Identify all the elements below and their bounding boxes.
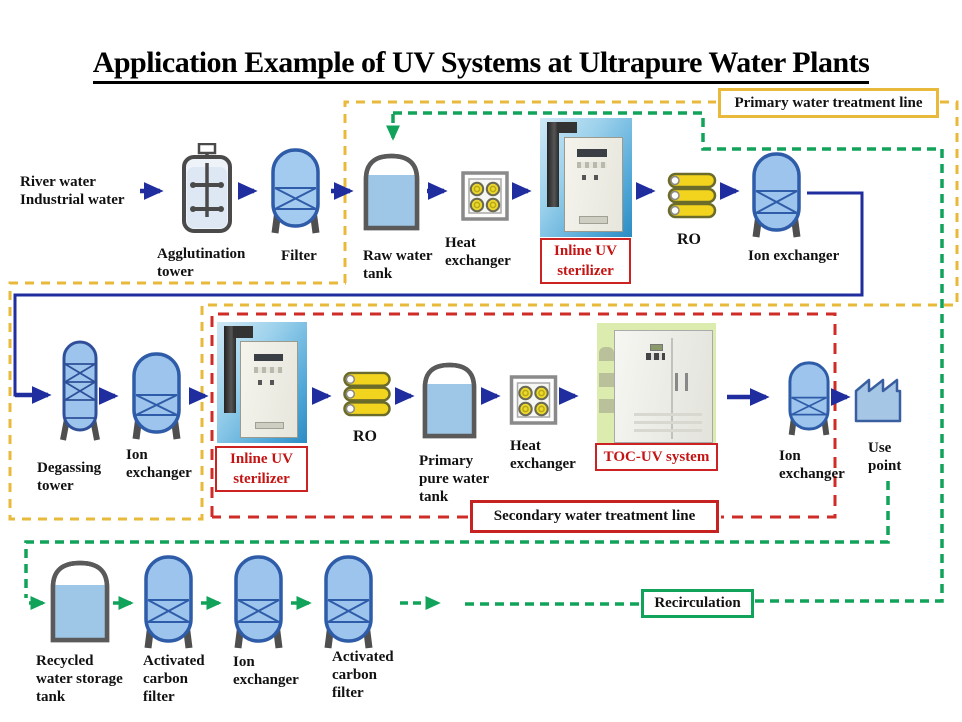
primary-line-path [8,100,959,521]
label-ro-2: RO [353,428,377,445]
label-recycled-water-storage-tank: Recycled water storage tank [36,653,123,705]
raw-water-tank-icon [362,152,421,236]
label-primary-pure-water-tank: Primary pure water tank [419,453,490,505]
ro-membrane-icon [666,172,718,226]
recirculation-path [393,111,944,603]
ion-exchanger-icon-4 [229,554,288,656]
heat-exchanger-icon [461,171,509,226]
label-ro-1: RO [677,231,701,248]
ion-exchanger-icon-2 [127,351,186,446]
inline-uv-sterilizer-photo-2 [217,322,307,443]
toc-uv-system-photo [597,323,716,443]
use-point-return-path [24,481,890,598]
primary-line-label: Primary water treatment line [718,88,939,118]
label-filter: Filter [281,248,317,264]
secondary-line-label: Secondary water treatment line [470,500,719,533]
label-activated-carbon-filter-2: Activated carbon filter [332,649,394,701]
recirculation-label: Recirculation [641,589,754,618]
secondary-line-path [210,312,837,519]
label-activated-carbon-filter-1: Activated carbon filter [143,653,205,705]
activated-carbon-filter-icon-2 [319,554,378,656]
heat-exchanger-icon-2 [509,375,558,430]
agglutination-tower-icon [180,142,234,240]
activated-carbon-filter-icon-1 [139,554,198,656]
toc-uv-system-label: TOC-UV system [595,443,718,471]
use-point-factory-icon [853,371,903,429]
page-title: Application Example of UV Systems at Ult… [0,46,962,84]
primary-pure-water-tank-icon [421,361,478,444]
flow-arrows-middle-row [98,387,851,406]
inline-uv-sterilizer-photo [540,118,632,237]
recycled-water-storage-tank-icon [49,559,111,648]
ro-membrane-icon-2 [341,371,393,424]
degassing-tower-icon [56,340,104,449]
ion-exchanger-icon-3 [784,354,834,448]
ion-exchanger-icon-1 [747,151,806,244]
label-ion-exchanger-1: Ion exchanger [748,248,840,264]
filter-icon [267,147,324,240]
